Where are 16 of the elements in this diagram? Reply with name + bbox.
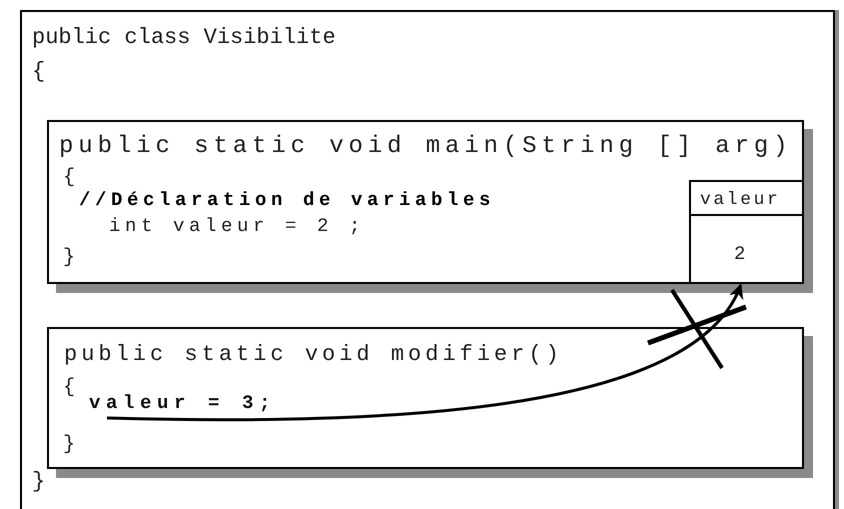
method-signature: public static void main(String [] arg) — [59, 134, 792, 160]
opening-brace: { — [32, 60, 46, 84]
opening-brace: { — [63, 167, 76, 189]
opening-brace: { — [63, 377, 76, 399]
closing-brace: } — [32, 470, 46, 494]
variable-declaration: int valeur = 2 ; — [109, 216, 366, 237]
variable-value: 2 — [734, 244, 746, 265]
curved-arrow — [106, 284, 742, 422]
code-comment: //Déclaration de variables — [79, 190, 496, 211]
variable-box — [689, 180, 804, 284]
variable-name: valeur — [700, 191, 780, 211]
closing-brace: } — [63, 434, 76, 456]
class-declaration: public class Visibilite — [32, 26, 336, 50]
method-signature: public static void modifier() — [64, 343, 563, 368]
assignment-statement: valeur = 3; — [89, 391, 281, 417]
closing-brace: } — [63, 247, 76, 269]
